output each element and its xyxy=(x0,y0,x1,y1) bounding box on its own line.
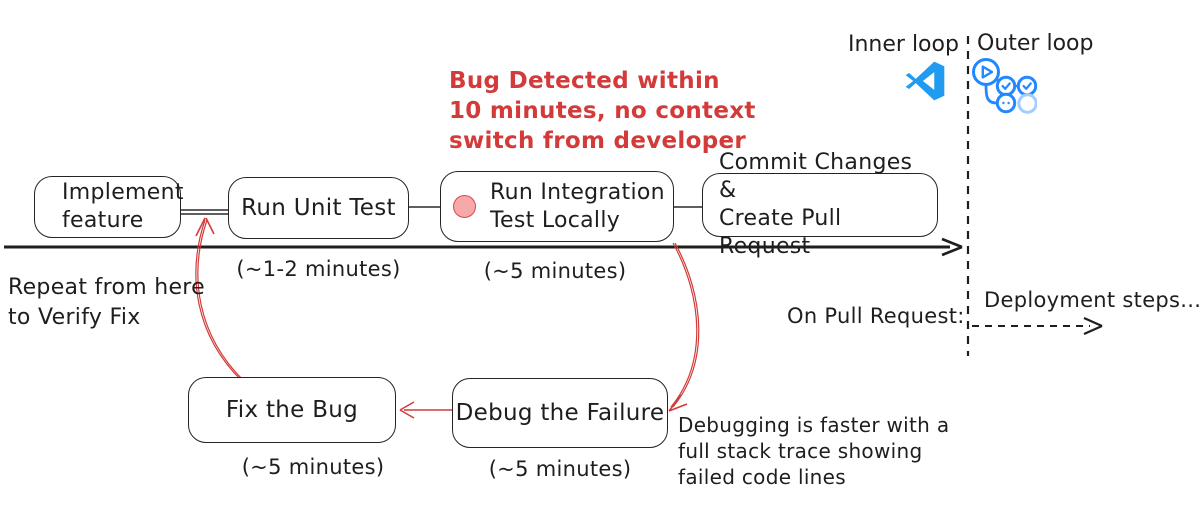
fix-duration: (~5 minutes) xyxy=(241,455,385,479)
outer-loop-label: Outer loop xyxy=(977,31,1094,56)
bug-note-line: 10 minutes, no context xyxy=(449,98,756,124)
unit-test-duration: (~1-2 minutes) xyxy=(236,257,401,281)
repeat-note-line: to Verify Fix xyxy=(8,305,141,330)
repeat-note: Repeat from here to Verify Fix xyxy=(8,273,205,333)
on-pull-request-label: On Pull Request: xyxy=(787,304,965,328)
github-actions-icon xyxy=(972,58,1037,114)
debugging-note-line: full stack trace showing xyxy=(678,439,923,463)
bug-note-line: Bug Detected within xyxy=(449,68,720,94)
step-label: Run Unit Test xyxy=(241,195,396,221)
step-run-integration-test: Run Integration Test Locally xyxy=(440,171,674,242)
debugging-note-line: failed code lines xyxy=(678,465,846,489)
step-run-unit-test: Run Unit Test xyxy=(228,177,409,239)
step-implement-feature: Implement feature xyxy=(34,176,184,238)
step-label: Implement xyxy=(62,180,184,205)
step-label: Fix the Bug xyxy=(225,397,359,423)
step-label: Debug the Failure xyxy=(455,400,665,426)
debugging-note: Debugging is faster with a full stack tr… xyxy=(678,412,949,490)
step-debug-the-failure: Debug the Failure xyxy=(452,378,668,448)
bug-detected-note: Bug Detected within 10 minutes, no conte… xyxy=(449,66,756,156)
failure-arrow xyxy=(668,242,700,412)
bug-note-line: switch from developer xyxy=(449,128,747,154)
integration-test-duration: (~5 minutes) xyxy=(483,259,627,283)
deployment-steps-label: Deployment steps... xyxy=(984,288,1200,312)
step-fix-the-bug: Fix the Bug xyxy=(188,377,396,443)
bug-marker-icon xyxy=(453,195,476,218)
step-label: Run Integration xyxy=(490,179,665,205)
inner-loop-label: Inner loop xyxy=(848,32,959,57)
deployment-arrow xyxy=(972,316,1103,336)
vscode-icon xyxy=(905,61,945,101)
step-label: Test Locally xyxy=(490,207,621,233)
step-label: Create Pull Request xyxy=(719,206,842,259)
step-commit-and-pr: Commit Changes & Create Pull Request xyxy=(702,150,938,259)
step-label: feature xyxy=(62,208,144,233)
debug-duration: (~5 minutes) xyxy=(488,457,632,481)
debugging-note-line: Debugging is faster with a xyxy=(678,413,950,437)
repeat-note-line: Repeat from here xyxy=(8,275,205,300)
debug-to-fix-arrow xyxy=(399,401,452,419)
step-label: Commit Changes & xyxy=(719,150,913,203)
